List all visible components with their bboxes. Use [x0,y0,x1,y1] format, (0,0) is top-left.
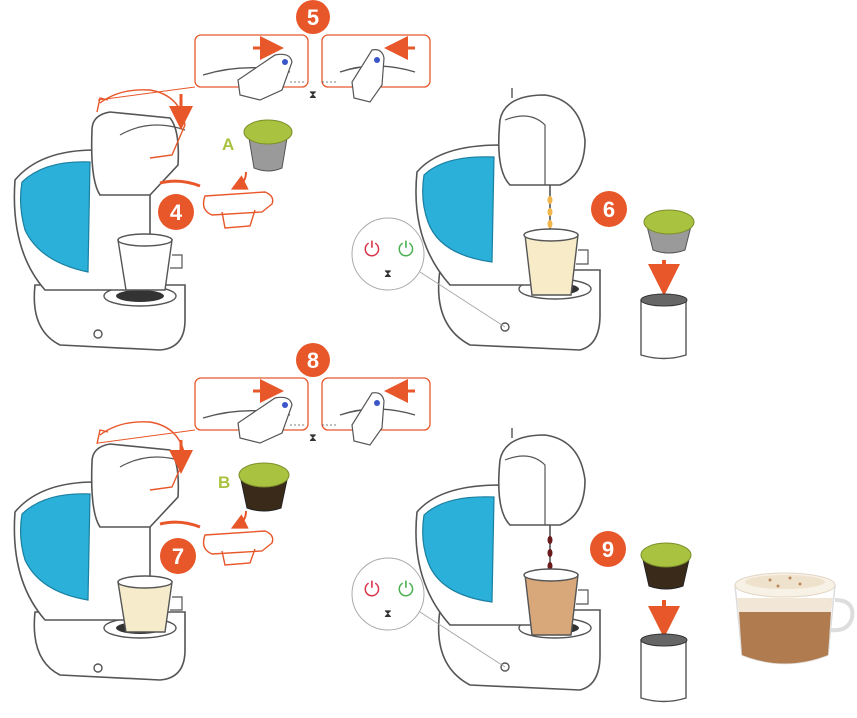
capsule-a [243,119,293,172]
trash-bin-top [640,293,688,360]
step-badge-7 [160,538,196,574]
finger-icon [237,53,293,101]
capsule-used-top [643,209,695,254]
arrow-down-icon [230,171,249,190]
hourglass-icon: ⧗ [309,89,317,101]
step-number-5: 5 [307,5,319,30]
step-number-7: 7 [172,544,184,569]
arrow-down-icon [230,510,249,529]
trash-bin-bottom [640,633,688,703]
power-indicator-top: ⏻ ⏻ ⧗ [351,217,506,328]
power-icon: ⏻ [364,239,380,261]
water-tank [422,496,495,603]
step-number-8: 8 [307,348,319,373]
step-number-9: 9 [602,537,614,562]
machine-right-bottom [415,428,601,691]
step-badge-5 [296,0,330,34]
capsule-a-label: A [222,135,234,154]
water-tank [19,161,91,273]
power-icon: ⏻ [398,579,414,601]
capsule-b [238,462,290,512]
capsule-holder-bottom [159,520,274,566]
step-badge-4 [158,194,194,230]
capsule-holder-top [159,179,274,229]
water-tank [422,156,495,263]
hourglass-icon: ⧗ [309,432,317,444]
finger-icon [351,49,385,103]
machine-left-top [13,89,186,351]
machine-left-bottom [13,421,186,681]
capsule-b-label: B [218,473,230,492]
power-icon: ⏻ [398,239,414,261]
water-tank [19,493,91,601]
cappuccino-cup [734,572,855,665]
step-badge-9 [590,531,626,567]
power-indicator-bottom: ⏻ ⏻ ⧗ [351,557,506,668]
step-badge-6 [591,191,627,227]
finger-icon [351,392,385,446]
step-badge-8 [296,343,330,377]
machine-right-top [415,88,601,351]
step-number-6: 6 [603,197,615,222]
capsule-used-bottom [640,542,692,590]
hourglass-icon: ⧗ [384,268,392,280]
finger-icon [237,396,293,444]
power-icon: ⏻ [364,579,380,601]
hourglass-icon: ⧗ [384,608,392,620]
step-number-4: 4 [170,200,183,225]
